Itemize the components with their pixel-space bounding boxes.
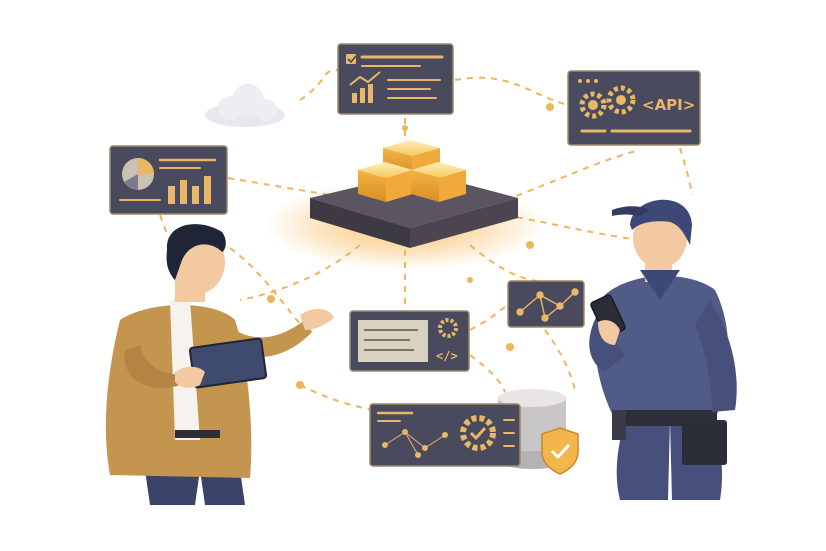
technician-figure <box>589 199 737 500</box>
cloud-icon <box>205 84 285 127</box>
tool-pouch <box>682 420 727 465</box>
data-hub <box>265 140 545 270</box>
checkbox-icon <box>346 54 356 64</box>
report-card <box>337 43 454 115</box>
api-card: <API> <box>567 70 701 146</box>
bar-chart-icon <box>349 71 381 103</box>
network-card <box>507 280 585 328</box>
gear-icon <box>579 85 636 119</box>
gear-icon <box>460 415 496 451</box>
analytics-card <box>109 145 228 215</box>
network-icon <box>516 288 579 322</box>
gear-icon <box>438 318 458 338</box>
businessman-figure <box>105 224 334 505</box>
cube-stack <box>358 140 466 202</box>
pie-chart-icon <box>122 158 154 191</box>
shield-check-icon <box>541 427 579 475</box>
api-label: <API> <box>642 96 695 114</box>
code-label: </> <box>436 349 458 363</box>
code-card: </> <box>349 310 470 372</box>
processing-card <box>369 389 579 475</box>
